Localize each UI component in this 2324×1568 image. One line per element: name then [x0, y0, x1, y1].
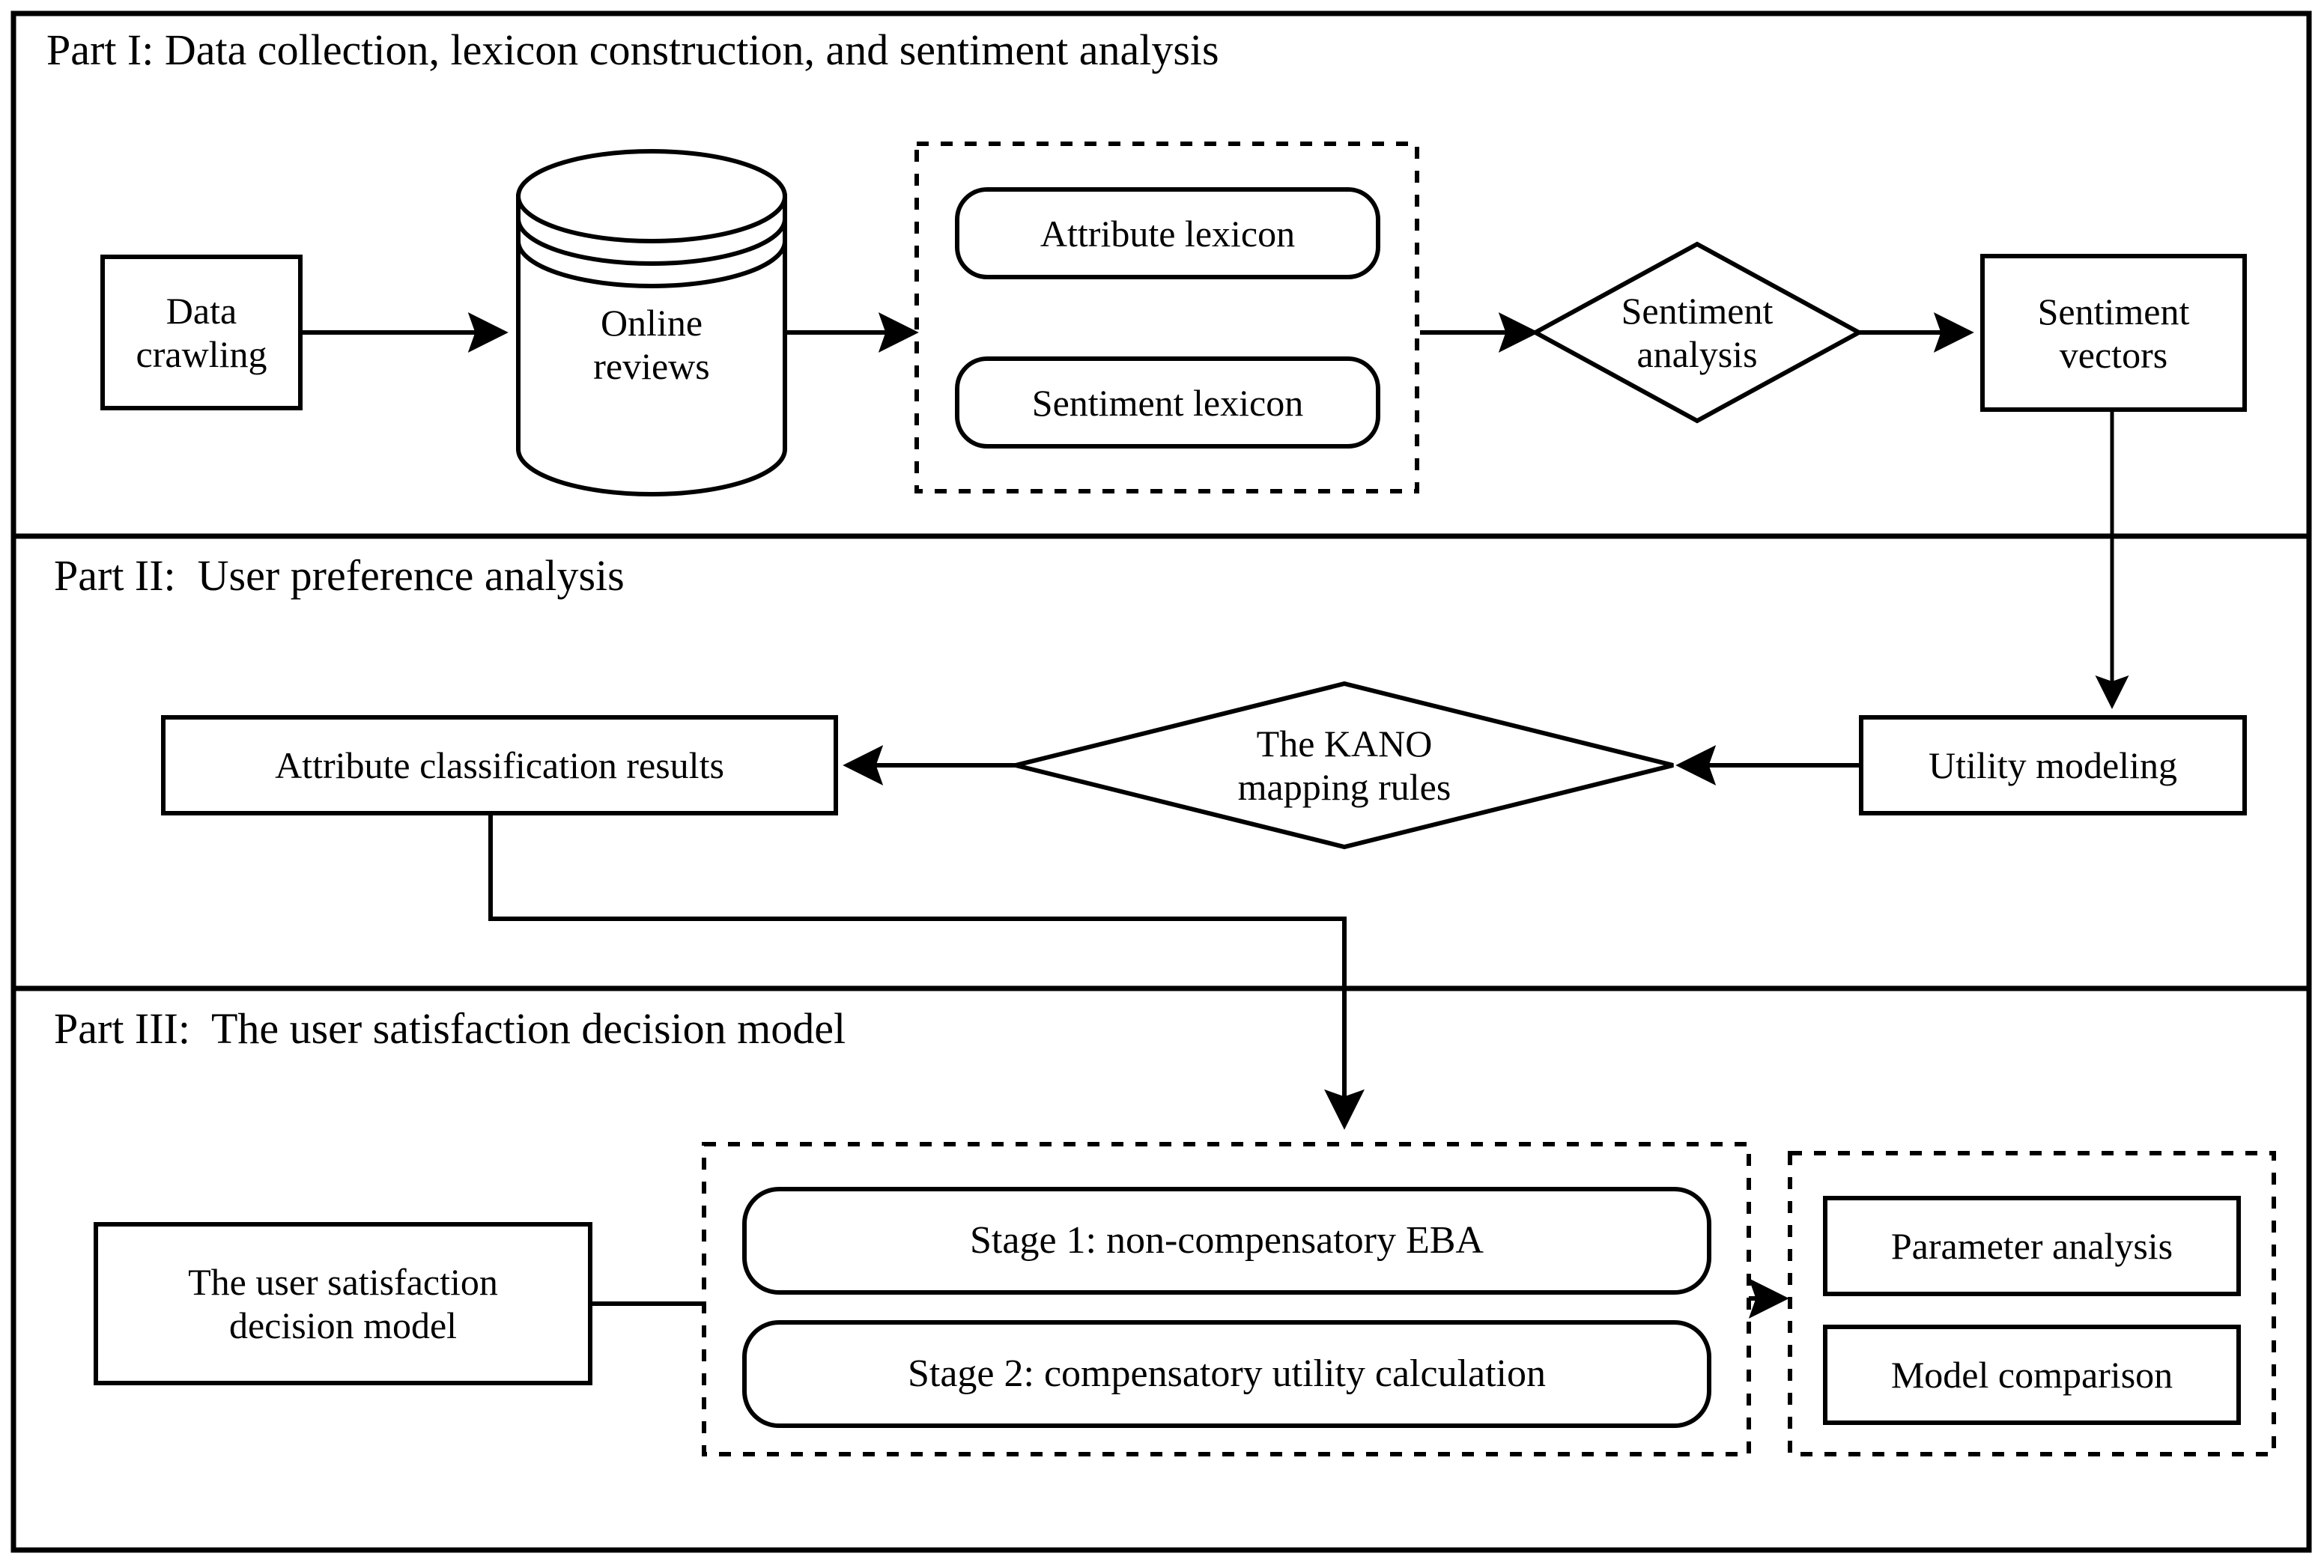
node-sentiment-vectors[interactable]: [1980, 254, 2247, 412]
node-stage-1[interactable]: [742, 1187, 1711, 1295]
group-results: [1788, 1151, 2276, 1456]
part2-title: Part II: User preference analysis: [54, 551, 625, 600]
node-parameter-analysis[interactable]: [1823, 1196, 2241, 1296]
node-online-reviews[interactable]: [516, 149, 787, 496]
node-attribute-classification-results[interactable]: [161, 715, 838, 815]
group-lexicon: [914, 142, 1419, 493]
node-kano-mapping-rules[interactable]: [1015, 681, 1674, 850]
node-model-comparison[interactable]: [1823, 1325, 2241, 1425]
part1-title: Part I: Data collection, lexicon constru…: [46, 25, 1219, 74]
outer-frame: [10, 10, 2312, 1553]
node-user-satisfaction-decision-model[interactable]: [94, 1222, 592, 1385]
edge-attribute-results-to-stages: [488, 813, 1365, 1130]
node-sentiment-lexicon[interactable]: [955, 356, 1380, 449]
part3-title: Part III: The user satisfaction decision…: [54, 1004, 846, 1053]
node-sentiment-analysis[interactable]: [1530, 241, 1864, 424]
node-attribute-lexicon[interactable]: [955, 187, 1380, 279]
node-stage-2[interactable]: [742, 1320, 1711, 1428]
node-data-crawling[interactable]: [100, 255, 303, 410]
node-utility-modeling[interactable]: [1859, 715, 2247, 815]
